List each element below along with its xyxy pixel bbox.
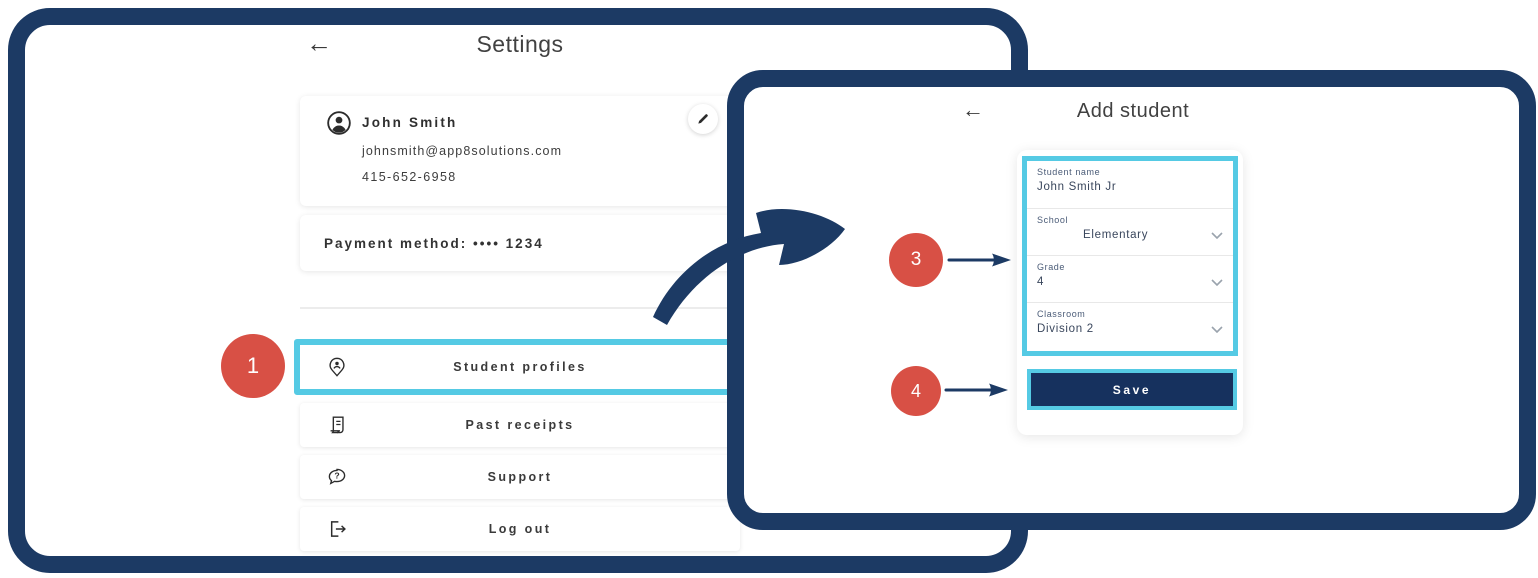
receipt-icon xyxy=(330,416,344,434)
edit-profile-button[interactable] xyxy=(688,104,718,134)
menu-item-student-profiles[interactable]: Student profiles xyxy=(300,345,740,389)
field-value: Elementary xyxy=(1083,229,1149,241)
classroom-dropdown[interactable]: Classroom Division 2 xyxy=(1027,302,1233,349)
step-badge-4: 4 xyxy=(891,366,941,416)
step-4-arrow-icon xyxy=(944,383,1008,397)
logout-icon xyxy=(330,521,346,537)
avatar-icon xyxy=(327,111,351,135)
menu-item-log-out[interactable]: Log out xyxy=(300,507,740,551)
menu-label: Student profiles xyxy=(453,360,587,374)
chevron-down-icon xyxy=(1211,232,1223,239)
profile-phone: 415-652-6958 xyxy=(362,170,457,184)
field-label: Grade xyxy=(1037,262,1066,272)
menu-item-past-receipts[interactable]: Past receipts xyxy=(300,403,740,447)
step-badge-1: 1 xyxy=(221,334,285,398)
field-value: 4 xyxy=(1037,276,1045,288)
profile-email: johnsmith@app8solutions.com xyxy=(362,144,563,158)
person-pin-icon xyxy=(329,357,345,377)
pencil-icon xyxy=(698,114,708,124)
form-fields-highlight: Student name John Smith Jr School Elemen… xyxy=(1022,156,1238,356)
profile-name: John Smith xyxy=(362,115,458,130)
grade-dropdown[interactable]: Grade 4 xyxy=(1027,255,1233,302)
field-label: Classroom xyxy=(1037,309,1086,319)
menu-label: Past receipts xyxy=(465,418,575,432)
add-student-screen-frame xyxy=(727,70,1536,530)
back-arrow-icon[interactable]: ← xyxy=(962,97,984,122)
back-arrow-icon[interactable]: ← xyxy=(306,28,332,58)
school-dropdown[interactable]: School Elementary xyxy=(1027,208,1233,255)
field-value: Division 2 xyxy=(1037,323,1094,335)
curved-transition-arrow-icon xyxy=(653,208,845,325)
payment-method-card[interactable]: Payment method: •••• 1234 xyxy=(300,215,740,271)
menu-label: Support xyxy=(487,470,553,484)
field-label: Student name xyxy=(1037,167,1101,177)
student-name-field[interactable]: Student name John Smith Jr xyxy=(1027,161,1233,208)
chat-question-icon: ? xyxy=(328,468,346,485)
step-3-arrow-icon xyxy=(947,253,1011,267)
payment-method-text: Payment method: •••• 1234 xyxy=(324,235,544,251)
save-button-highlight: Save xyxy=(1027,369,1237,410)
profile-card: John Smith johnsmith@app8solutions.com 4… xyxy=(300,96,740,206)
chevron-down-icon xyxy=(1211,279,1223,286)
student-profiles-highlight: Student profiles xyxy=(294,339,746,395)
save-button[interactable]: Save xyxy=(1031,373,1233,406)
field-label: School xyxy=(1037,215,1069,225)
page-title: Settings xyxy=(476,31,564,57)
step-badge-3: 3 xyxy=(889,233,943,287)
page-title: Add student xyxy=(1076,100,1190,122)
menu-label: Log out xyxy=(488,522,552,536)
question-glyph: ? xyxy=(334,471,339,481)
menu-item-support[interactable]: ? Support xyxy=(300,455,740,499)
field-value: John Smith Jr xyxy=(1037,181,1117,193)
chevron-down-icon xyxy=(1211,326,1223,333)
section-divider xyxy=(300,307,740,309)
